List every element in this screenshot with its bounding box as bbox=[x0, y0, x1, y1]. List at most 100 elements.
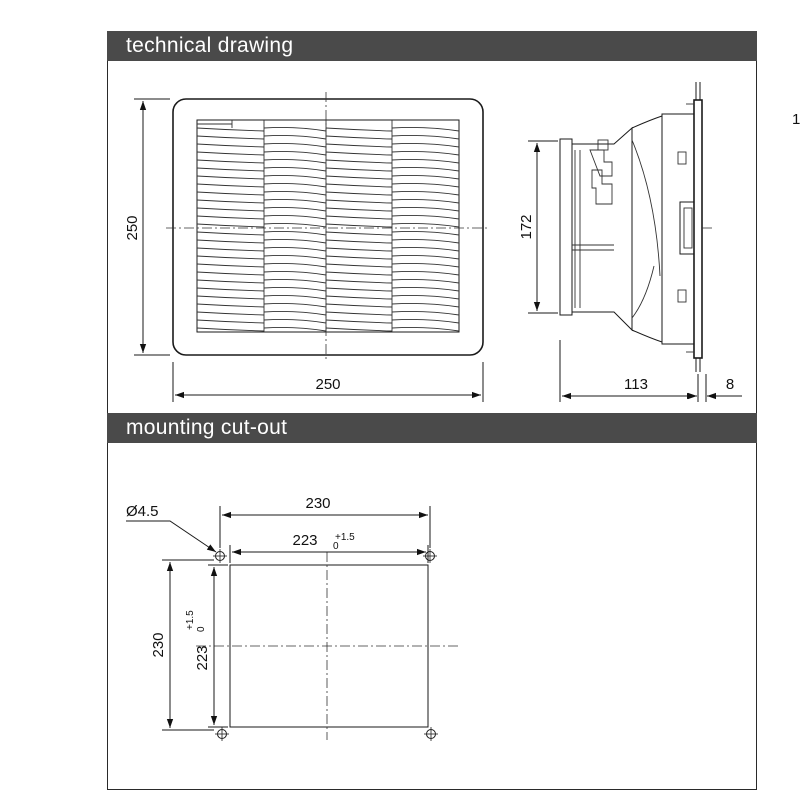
grille-fin bbox=[196, 311, 265, 316]
grille-fin bbox=[196, 303, 265, 308]
grille-fin bbox=[391, 230, 460, 236]
grille-fin bbox=[263, 286, 327, 292]
grille-fin bbox=[391, 326, 460, 332]
grille-fin bbox=[196, 135, 265, 140]
grille-fin bbox=[196, 271, 265, 276]
grille-fin bbox=[196, 191, 265, 196]
mounting-hole-top-left bbox=[213, 549, 227, 563]
grille-fin bbox=[391, 190, 460, 196]
grille-fin bbox=[196, 151, 265, 156]
cutout-outer-height-dimension: 230 bbox=[150, 559, 214, 731]
grille-fin bbox=[325, 191, 393, 196]
grille-fin bbox=[391, 150, 460, 156]
grille-fin bbox=[263, 158, 327, 164]
grille-fin bbox=[263, 238, 327, 244]
side-height-label: 172 bbox=[518, 214, 535, 239]
grille-fin bbox=[325, 327, 393, 332]
side-height-dimension: 172 bbox=[518, 140, 558, 314]
side-housing bbox=[661, 113, 695, 345]
grille-fin bbox=[196, 215, 265, 220]
grille-fin bbox=[325, 279, 393, 284]
grille-fin bbox=[325, 239, 393, 244]
grille-fin bbox=[391, 174, 460, 180]
cutout-inner-height-tol-lower: 0 bbox=[196, 626, 207, 632]
cutout-inner-height-label: 223 bbox=[194, 645, 211, 670]
grille-fin bbox=[325, 167, 393, 172]
cutout-outer-height-label: 230 bbox=[150, 632, 167, 657]
grille-fin bbox=[263, 302, 327, 308]
front-grille-opening bbox=[196, 119, 460, 333]
grille-fin bbox=[196, 319, 265, 324]
grille-fin bbox=[196, 127, 265, 132]
grille-fin bbox=[325, 271, 393, 276]
grille-fin bbox=[391, 318, 460, 324]
hole-diameter-label: Ø4.5 bbox=[126, 503, 159, 520]
grille-fin bbox=[263, 166, 327, 172]
grille-fin bbox=[391, 158, 460, 164]
grille-fin bbox=[325, 255, 393, 260]
grille-fin bbox=[391, 134, 460, 140]
grille-fin bbox=[325, 311, 393, 316]
grille-fin bbox=[196, 223, 265, 228]
grille-fin bbox=[263, 246, 327, 252]
grille-fin bbox=[391, 142, 460, 148]
mounting-hole-top-right bbox=[423, 549, 437, 563]
grille-fin bbox=[263, 190, 327, 196]
grille-fin bbox=[263, 174, 327, 180]
section-header-mounting-cutout: mounting cut-out bbox=[107, 413, 757, 443]
grille-fin bbox=[196, 295, 265, 300]
grille-fin bbox=[325, 207, 393, 212]
grille-fin bbox=[325, 151, 393, 156]
side-flange bbox=[693, 99, 703, 359]
mounting-hole-bottom-right bbox=[424, 727, 438, 741]
grille-fin bbox=[196, 167, 265, 172]
side-inlet-ring bbox=[559, 138, 573, 316]
front-view bbox=[166, 92, 490, 362]
cutout-inner-width-tol-upper: +1.5 bbox=[335, 532, 355, 543]
side-depth-label: 113 bbox=[624, 376, 648, 393]
side-fan-body bbox=[571, 126, 633, 332]
grille-fin bbox=[263, 326, 327, 332]
grille-fin bbox=[263, 270, 327, 276]
cutout-inner-height-tol-upper: +1.5 bbox=[185, 610, 196, 630]
front-width-dimension: 250 bbox=[172, 362, 484, 402]
grille-fin bbox=[391, 214, 460, 220]
front-height-dimension: 250 bbox=[124, 98, 170, 356]
grille-fin bbox=[325, 199, 393, 204]
grille-fin bbox=[263, 126, 327, 132]
side-depth-dimension: 113 8 bbox=[559, 340, 742, 402]
grille-fin bbox=[391, 270, 460, 276]
grille-fin bbox=[391, 198, 460, 204]
front-width-label: 250 bbox=[315, 376, 340, 393]
grille-fin bbox=[325, 319, 393, 324]
grille-fin bbox=[325, 215, 393, 220]
cutout-inner-width-tol-lower: 0 bbox=[333, 541, 339, 552]
cutout-inner-width-dimension: 223 +1.5 0 bbox=[229, 532, 429, 563]
grille-fin bbox=[391, 254, 460, 260]
grille-fin bbox=[196, 279, 265, 284]
grille-fin bbox=[325, 287, 393, 292]
grille-fin bbox=[391, 286, 460, 292]
grille-fin bbox=[391, 182, 460, 188]
grille-fin bbox=[263, 294, 327, 300]
grille-fin bbox=[325, 223, 393, 228]
grille-fin bbox=[263, 150, 327, 156]
grille-fin bbox=[325, 159, 393, 164]
grille-fin bbox=[263, 254, 327, 260]
grille-fin bbox=[196, 327, 265, 332]
grille-fin bbox=[325, 135, 393, 140]
cutout-outer-width-dimension: 230 bbox=[219, 495, 431, 548]
grille-fin bbox=[263, 318, 327, 324]
grille-fin bbox=[325, 183, 393, 188]
cutout-inner-width-label: 223 bbox=[292, 532, 317, 549]
grille-fin bbox=[263, 222, 327, 228]
section-header-technical-drawing: technical drawing bbox=[107, 31, 757, 61]
grille-fin bbox=[196, 247, 265, 252]
grille-fin bbox=[196, 175, 265, 180]
cutout-inner-height-dimension: 223 +1.5 0 bbox=[185, 564, 228, 728]
grille-fin bbox=[263, 230, 327, 236]
grille-fin bbox=[196, 183, 265, 188]
grille-fin bbox=[196, 159, 265, 164]
grille-fin bbox=[325, 127, 393, 132]
